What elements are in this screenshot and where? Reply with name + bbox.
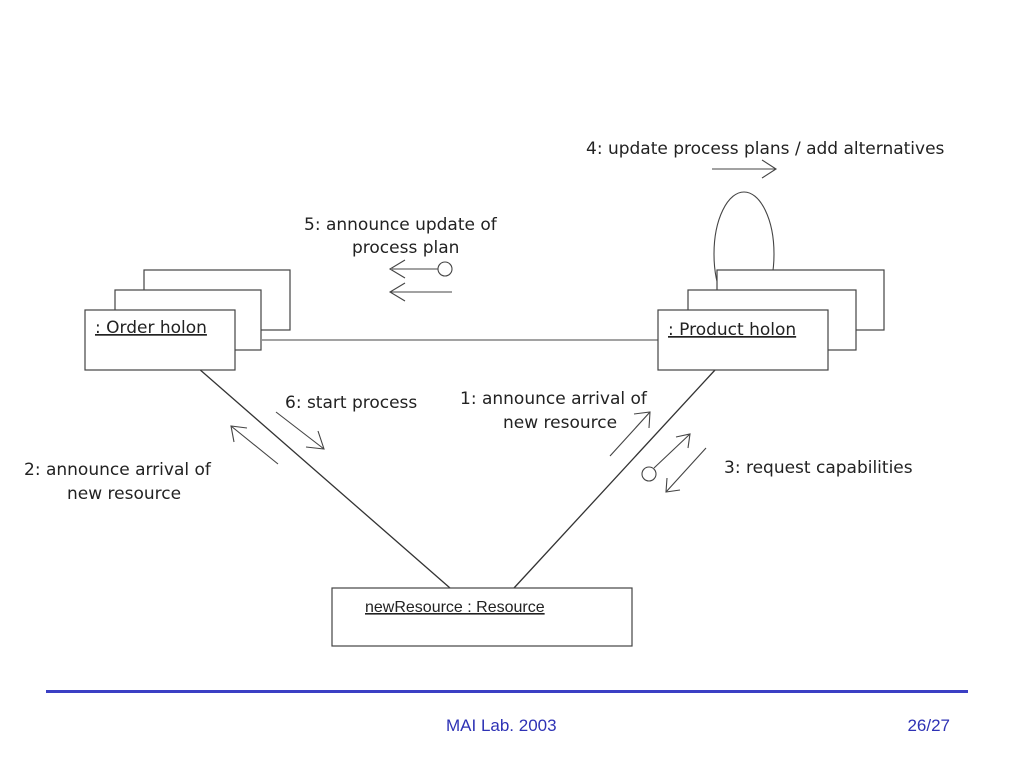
order-holon: : Order holon xyxy=(84,269,291,371)
message-3-label: 3: request capabilities xyxy=(724,458,913,478)
message-1-label-line2: new resource xyxy=(503,413,617,433)
message-1-arrow xyxy=(609,411,651,457)
message-5-label-line1: 5: announce update of xyxy=(304,215,498,235)
resource-object: newResource : Resource xyxy=(331,587,633,647)
link-order-resource xyxy=(197,367,451,589)
message-2-label-line2: new resource xyxy=(67,484,181,504)
footer-title: MAI Lab. 2003 xyxy=(446,716,557,735)
message-2-arrow xyxy=(230,425,279,465)
message-2-label-line1: 2: announce arrival of xyxy=(24,460,212,480)
message-4-label: 4: update process plans / add alternativ… xyxy=(586,139,945,159)
order-holon-label: : Order holon xyxy=(95,318,207,338)
message-6-label: 6: start process xyxy=(285,393,417,413)
message-5-label-line2: process plan xyxy=(352,238,459,258)
message-5-arrows xyxy=(388,259,453,302)
footer-rule xyxy=(46,690,968,693)
message-3-arrows xyxy=(641,433,707,493)
product-holon-label: : Product holon xyxy=(668,320,796,340)
message-4-arrow xyxy=(712,159,778,179)
link-product-resource xyxy=(513,369,716,589)
resource-label: newResource : Resource xyxy=(365,599,545,616)
product-holon: : Product holon xyxy=(657,269,885,371)
page-number: 26/27 xyxy=(907,716,950,735)
message-6-arrow xyxy=(275,411,325,450)
message-1-label-line1: 1: announce arrival of xyxy=(460,389,648,409)
